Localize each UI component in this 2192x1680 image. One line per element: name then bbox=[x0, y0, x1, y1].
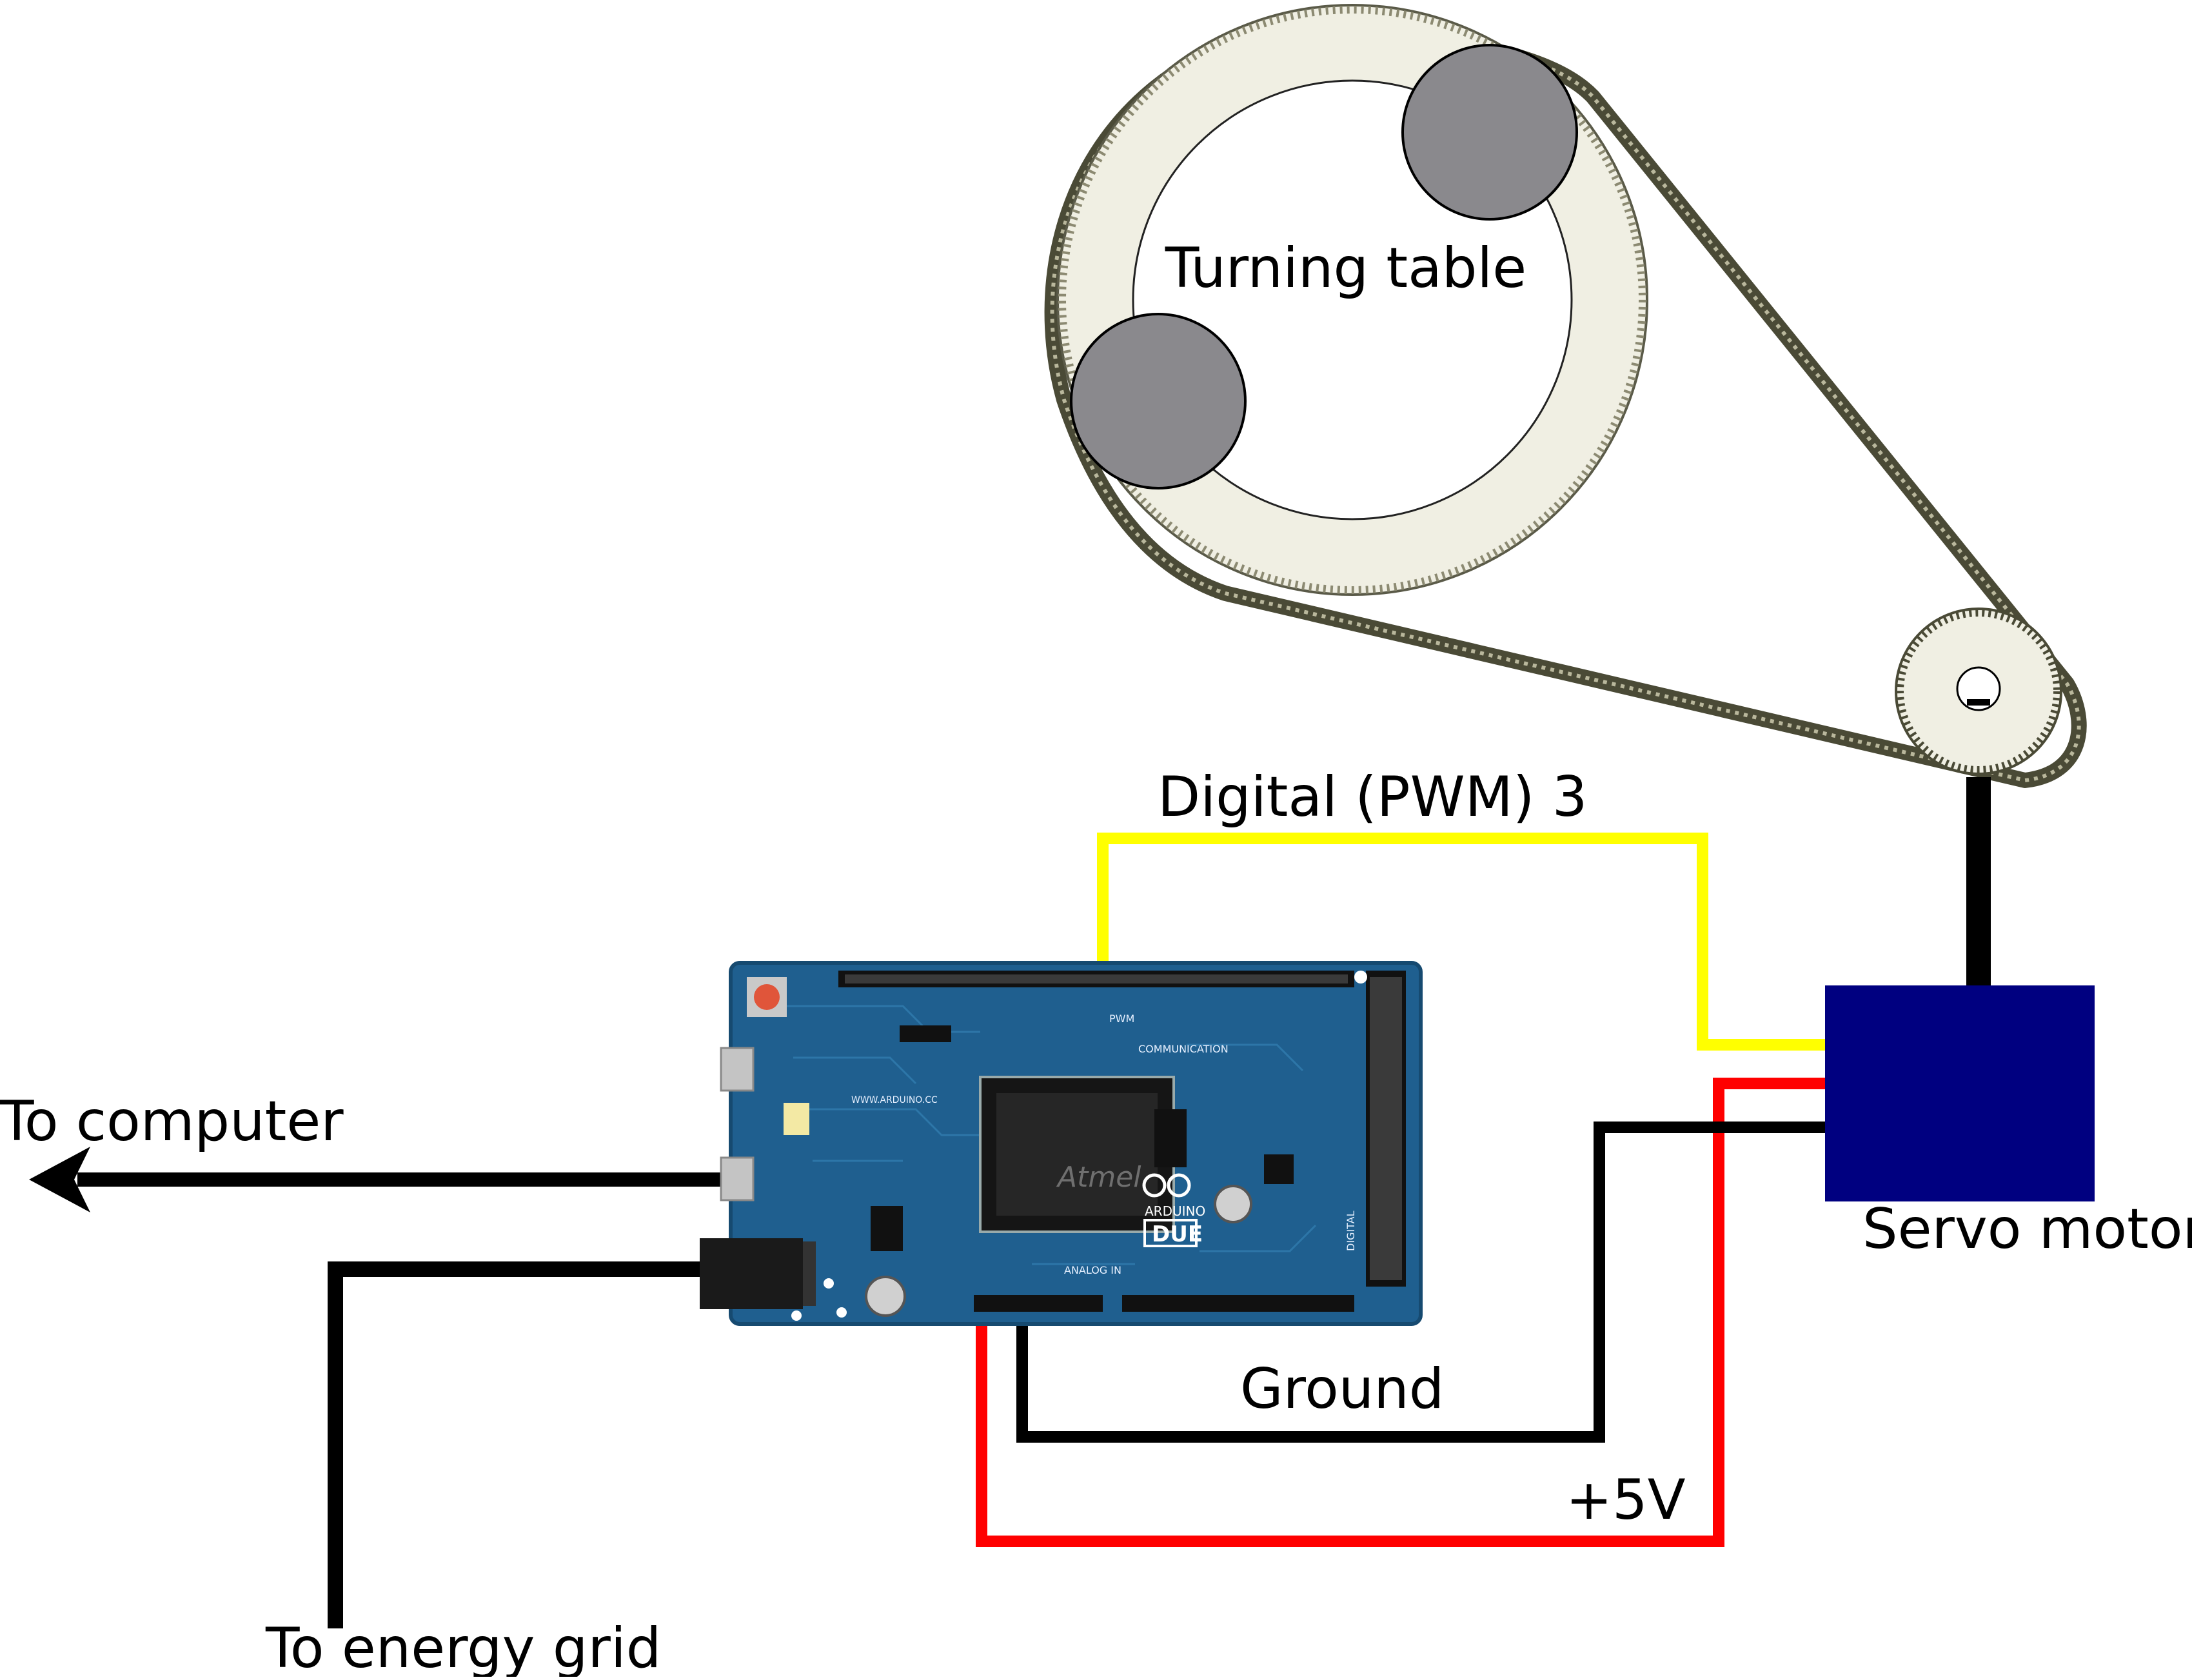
analog-header bbox=[1122, 1295, 1354, 1312]
label-digital: DIGITAL bbox=[1345, 1211, 1357, 1251]
capacitor-right bbox=[1214, 1185, 1252, 1223]
capacitor-left bbox=[865, 1276, 906, 1317]
pwm-wire bbox=[1097, 833, 1825, 1051]
roller-bottom bbox=[1070, 313, 1247, 489]
ground-label: Ground bbox=[1240, 1357, 1444, 1421]
led-group bbox=[784, 1103, 809, 1135]
label-pwm: PWM bbox=[1109, 1013, 1134, 1025]
label-url: WWW.ARDUINO.CC bbox=[851, 1095, 938, 1105]
programming-usb-port bbox=[720, 1156, 755, 1201]
dc-power-jack bbox=[700, 1238, 803, 1309]
to-computer-label: To computer bbox=[0, 1089, 344, 1154]
power-cable bbox=[328, 1261, 735, 1628]
debug-header bbox=[900, 1025, 951, 1042]
power-header bbox=[974, 1295, 1103, 1312]
plus5v-label: +5V bbox=[1566, 1468, 1686, 1532]
turning-table-assembly: Turning table bbox=[1044, 4, 2087, 788]
servo-motor-label: Servo motor bbox=[1862, 1197, 2192, 1261]
roller-top bbox=[1401, 44, 1578, 221]
label-communication: COMMUNICATION bbox=[1138, 1043, 1229, 1055]
jtag-header bbox=[871, 1206, 903, 1251]
label-analog-in: ANALOG IN bbox=[1064, 1264, 1121, 1276]
infinity-logo-right bbox=[1167, 1173, 1191, 1198]
regulator bbox=[1264, 1154, 1294, 1184]
infinity-logo-left bbox=[1142, 1173, 1167, 1198]
turning-table-label: Turning table bbox=[1165, 236, 1526, 301]
arduino-due-board: Atmel ARDUINO DUE COMMUNICATION PWM ANAL… bbox=[700, 961, 1423, 1326]
servo-motor-body bbox=[1825, 985, 2095, 1201]
board-model: DUE bbox=[1152, 1221, 1203, 1247]
chip-brand: Atmel bbox=[1056, 1161, 1141, 1194]
board-brand: ARDUINO bbox=[1145, 1203, 1205, 1219]
arrow-left-icon bbox=[29, 1147, 90, 1212]
power-wire bbox=[976, 1078, 1825, 1547]
ground-wire bbox=[1016, 1122, 1825, 1443]
native-usb-port bbox=[720, 1047, 755, 1092]
spi-header bbox=[1154, 1109, 1187, 1167]
to-energy-grid-label: To energy grid bbox=[265, 1616, 661, 1677]
pwm-label: Digital (PWM) 3 bbox=[1158, 765, 1588, 829]
